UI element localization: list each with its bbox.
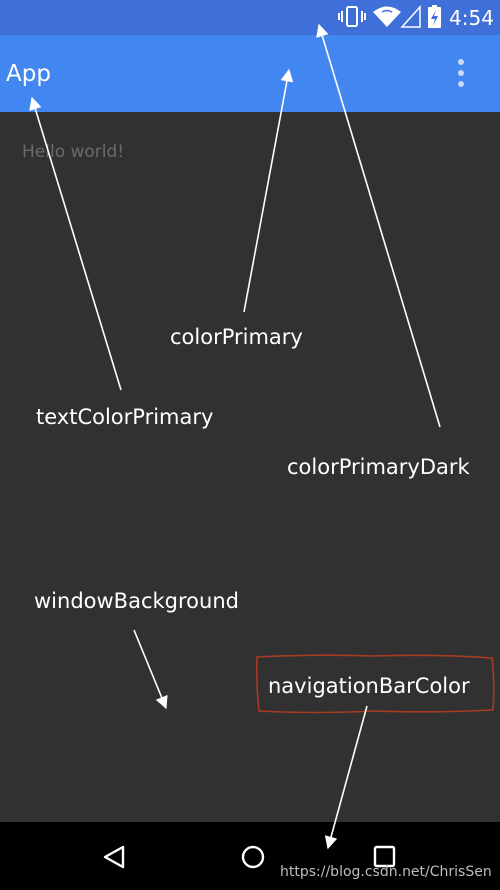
label-navigation-bar-color: navigationBarColor — [268, 674, 470, 698]
navigation-bar-color-outline — [255, 654, 495, 714]
vibrate-icon — [338, 6, 366, 27]
status-bar: 4:54 — [0, 0, 500, 35]
back-icon[interactable] — [103, 845, 125, 869]
hello-world-text: Hello world! — [22, 142, 125, 162]
navigation-bar — [0, 822, 500, 890]
battery-charging-icon — [428, 5, 441, 28]
status-time: 4:54 — [449, 6, 494, 30]
label-text-color-primary: textColorPrimary — [36, 405, 214, 429]
label-window-background: windowBackground — [34, 589, 239, 613]
app-title: App — [6, 61, 51, 87]
wifi-icon — [373, 6, 401, 27]
label-color-primary: colorPrimary — [170, 325, 303, 349]
label-color-primary-dark: colorPrimaryDark — [287, 455, 470, 479]
overflow-menu-icon[interactable] — [452, 55, 470, 91]
recents-icon[interactable] — [373, 845, 396, 868]
app-bar: App — [0, 35, 500, 112]
watermark-url: https://blog.csdn.net/ChrisSen — [280, 864, 492, 880]
home-icon[interactable] — [241, 845, 265, 869]
cell-signal-icon — [400, 5, 421, 28]
